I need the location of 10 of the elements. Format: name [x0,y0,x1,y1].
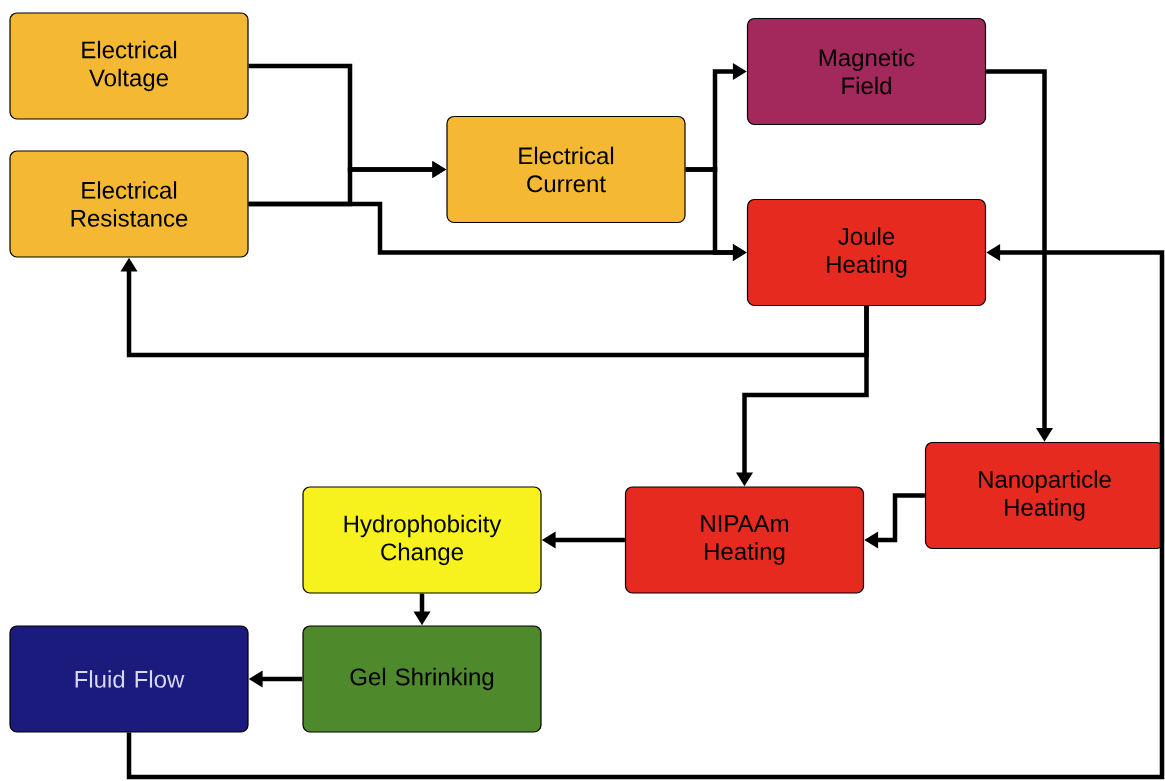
process-box: Electrical Voltage [9,12,249,120]
process-box: Electrical Resistance [9,150,249,258]
process-box: Joule Heating [746,198,987,307]
process-box: Fluid Flow [9,625,249,733]
process-box: Nanoparticle Heating [924,441,1165,550]
process-box: NIPAAm Heating [624,486,865,594]
process-box: Electrical Current [446,115,686,224]
process-box: Gel Shrinking [302,625,542,733]
process-box: Hydrophobicity Change [302,486,542,594]
process-box: Magnetic Field [746,17,987,126]
